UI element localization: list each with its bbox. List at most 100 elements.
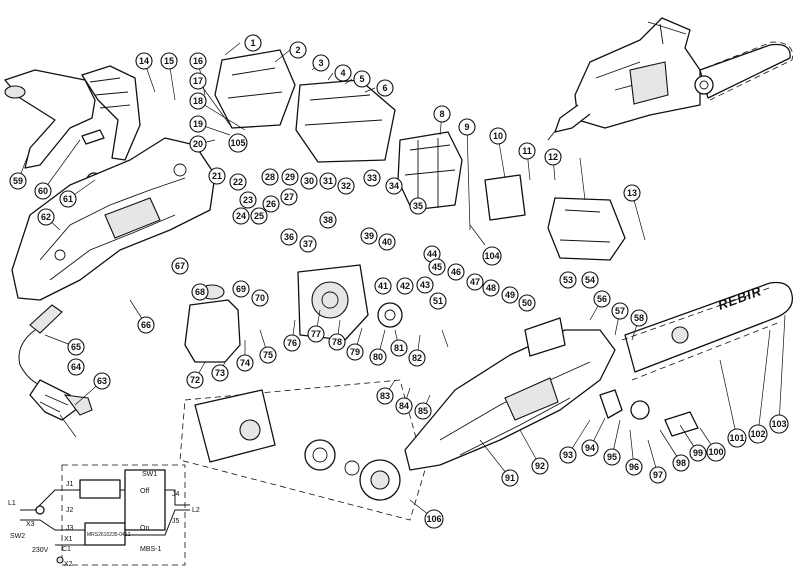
callout-circle	[706, 442, 726, 462]
callout-circle	[67, 338, 85, 356]
callout-number: 82	[412, 353, 422, 363]
callout-circle	[319, 172, 337, 190]
callout-53: 53	[559, 271, 577, 289]
callout-2: 2	[289, 41, 307, 59]
callout-circle	[385, 177, 403, 195]
callout-number: 40	[382, 237, 392, 247]
callout-3: 3	[312, 54, 330, 72]
callout-number: 24	[236, 211, 246, 221]
callout-106: 106	[424, 509, 444, 529]
callout-circle	[261, 168, 279, 186]
callout-number: 98	[676, 458, 686, 468]
callout-circle	[649, 466, 667, 484]
callout-21: 21	[208, 167, 226, 185]
callout-12: 12	[544, 148, 562, 166]
callout-circle	[281, 168, 299, 186]
callout-number: 73	[215, 368, 225, 378]
callout-number: 19	[193, 119, 203, 129]
callout-circle	[559, 446, 577, 464]
callout-75: 75	[259, 346, 277, 364]
callout-103: 103	[769, 414, 789, 434]
schematic-label-on: On	[140, 525, 149, 532]
callout-38: 38	[319, 211, 337, 229]
callout-77: 77	[307, 325, 325, 343]
callout-43: 43	[416, 276, 434, 294]
callout-83: 83	[376, 387, 394, 405]
schematic-label-l2: L2	[192, 507, 200, 514]
callout-number: 83	[380, 391, 390, 401]
callout-20: 20	[189, 135, 207, 153]
callout-circle	[458, 118, 476, 136]
callout-circle	[244, 34, 262, 52]
callout-94: 94	[581, 439, 599, 457]
callout-10: 10	[489, 127, 507, 145]
callout-15: 15	[160, 52, 178, 70]
callout-number: 38	[323, 215, 333, 225]
callout-42: 42	[396, 277, 414, 295]
callout-number: 15	[164, 56, 174, 66]
callout-circle	[171, 257, 189, 275]
schematic-label-mbs: MBS-1	[140, 546, 162, 553]
callout-circle	[625, 458, 643, 476]
callout-92: 92	[531, 457, 549, 475]
callout-number: 3	[318, 58, 323, 68]
callout-72: 72	[186, 371, 204, 389]
callout-circle	[189, 72, 207, 90]
callout-circle	[603, 448, 621, 466]
callout-73: 73	[211, 364, 229, 382]
callout-number: 42	[400, 281, 410, 291]
callout-circle	[208, 167, 226, 185]
callout-circle	[250, 207, 268, 225]
assembled-chainsaw-illustration	[547, 17, 793, 141]
callout-number: 67	[175, 261, 185, 271]
callout-25: 25	[250, 207, 268, 225]
callout-number: 45	[432, 262, 442, 272]
callout-61: 61	[59, 190, 77, 208]
callout-circle	[312, 54, 330, 72]
callout-number: 70	[255, 293, 265, 303]
callout-number: 100	[708, 447, 723, 457]
callout-number: 97	[653, 470, 663, 480]
callout-number: 74	[240, 358, 250, 368]
callout-30: 30	[300, 172, 318, 190]
callout-number: 30	[304, 176, 314, 186]
callout-circle	[409, 197, 427, 215]
callout-number: 2	[295, 45, 300, 55]
callout-number: 94	[585, 443, 595, 453]
callout-number: 26	[266, 199, 276, 209]
callout-5: 5	[353, 70, 371, 88]
callout-47: 47	[466, 273, 484, 291]
schematic-label-c1: C1	[62, 546, 71, 553]
callout-circle	[191, 283, 209, 301]
callout-number: 51	[433, 296, 443, 306]
callout-circle	[424, 509, 444, 529]
callout-95: 95	[603, 448, 621, 466]
callout-circle	[369, 348, 387, 366]
callout-number: 33	[367, 173, 377, 183]
callout-number: 14	[139, 56, 149, 66]
callout-number: 104	[484, 251, 499, 261]
callout-circle	[378, 233, 396, 251]
callout-number: 61	[63, 194, 73, 204]
callout-circle	[428, 258, 446, 276]
callout-circle	[186, 371, 204, 389]
callout-number: 16	[193, 56, 203, 66]
callout-18: 18	[189, 92, 207, 110]
callout-circle	[283, 334, 301, 352]
callout-circle	[353, 70, 371, 88]
callout-number: 105	[230, 138, 245, 148]
callout-number: 1	[250, 38, 255, 48]
callout-circle	[360, 227, 378, 245]
callout-number: 23	[243, 195, 253, 205]
callout-number: 65	[71, 342, 81, 352]
callout-65: 65	[67, 338, 85, 356]
callout-85: 85	[414, 402, 432, 420]
callout-97: 97	[649, 466, 667, 484]
callout-34: 34	[385, 177, 403, 195]
callout-9: 9	[458, 118, 476, 136]
callout-number: 21	[212, 171, 222, 181]
callout-17: 17	[189, 72, 207, 90]
callout-100: 100	[706, 442, 726, 462]
schematic-label-j3: J3	[66, 525, 74, 532]
schematic-label-x3: X3	[26, 521, 35, 528]
